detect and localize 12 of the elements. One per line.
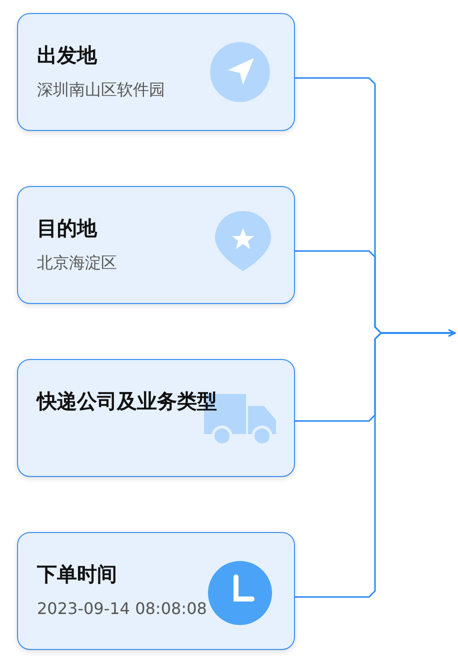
connector-arrow <box>295 329 456 598</box>
card-title: 目的地 <box>37 215 97 242</box>
info-card <box>17 532 295 650</box>
card-title: 快递公司及业务类型 <box>37 388 217 415</box>
card-title: 出发地 <box>37 42 97 69</box>
card-detail: 2023-09-14 08:08:08 <box>37 599 207 618</box>
info-card <box>17 186 295 304</box>
info-card <box>17 359 295 477</box>
info-card <box>17 13 295 131</box>
card-title: 下单时间 <box>37 561 117 588</box>
card-detail: 北京海淀区 <box>37 253 117 274</box>
card-detail: 深圳南山区软件园 <box>37 80 165 101</box>
